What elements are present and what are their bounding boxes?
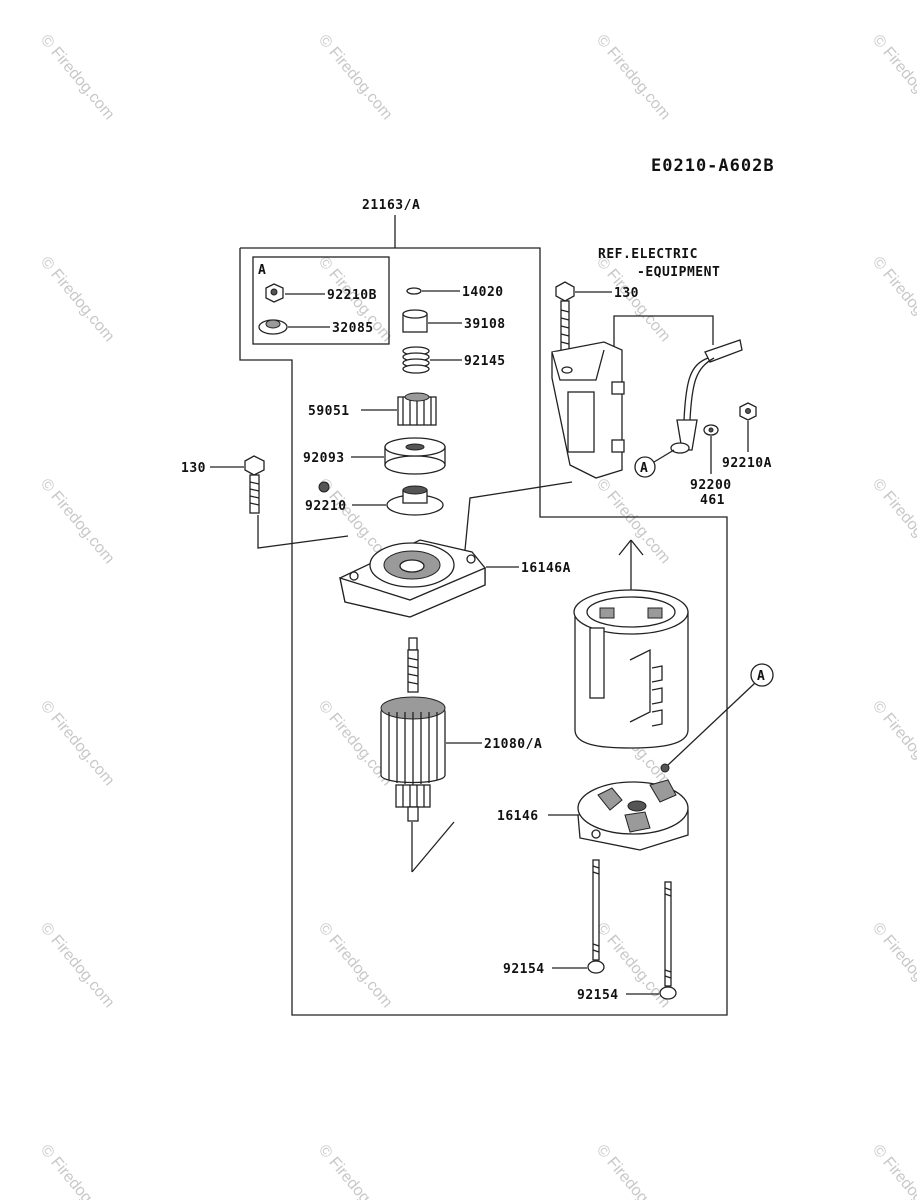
kit-a-label: A: [258, 263, 266, 278]
solenoid-bracket-icon[interactable]: [551, 341, 625, 479]
washer-b-icon[interactable]: [703, 424, 719, 436]
bolt-top-label[interactable]: 130: [614, 286, 639, 301]
through-bolt-2-icon[interactable]: [659, 881, 677, 1000]
nut-b-icon[interactable]: [739, 402, 757, 421]
assembly-boundary: [239, 215, 728, 1016]
nut-small-label[interactable]: 92210: [305, 499, 347, 514]
watermark: © Firedog.com: [593, 32, 674, 123]
kit-a-box: [252, 256, 390, 345]
clip-icon[interactable]: [406, 287, 422, 295]
watermark: © Firedog.com: [869, 1142, 917, 1200]
yoke-a-letter: A: [757, 669, 765, 684]
yoke-a-marker: A: [750, 663, 774, 687]
ref-equipment-label: -EQUIPMENT: [637, 265, 720, 280]
through-bolt-1-icon[interactable]: [587, 859, 605, 974]
brush-holder-icon[interactable]: [577, 763, 689, 851]
clip-label[interactable]: 14020: [462, 285, 504, 300]
bolt-left-icon[interactable]: [244, 455, 265, 514]
through-bolt-2-label[interactable]: 92154: [577, 988, 619, 1003]
assembly-label[interactable]: 21163/A: [362, 198, 420, 213]
watermark: © Firedog.com: [315, 1142, 396, 1200]
watermark: © Firedog.com: [37, 920, 118, 1011]
watermark: © Firedog.com: [869, 698, 917, 789]
pinion-gear-icon[interactable]: [397, 392, 437, 426]
end-cover-label[interactable]: 16146A: [521, 561, 571, 576]
washer-b-label[interactable]: 92200: [690, 478, 732, 493]
watermark: © Firedog.com: [315, 32, 396, 123]
watermark: © Firedog.com: [869, 476, 917, 567]
washer-label[interactable]: 92093: [303, 451, 345, 466]
washer-icon[interactable]: [384, 437, 446, 475]
watermark: © Firedog.com: [869, 254, 917, 345]
brush-holder-label[interactable]: 16146: [497, 809, 539, 824]
diagram-code: E0210-A602B: [651, 156, 775, 176]
watermark: © Firedog.com: [869, 920, 917, 1011]
watermark: © Firedog.com: [37, 1142, 118, 1200]
washer-a-icon[interactable]: [258, 319, 288, 335]
washer-a-label[interactable]: 32085: [332, 321, 374, 336]
spring-label[interactable]: 92145: [464, 354, 506, 369]
watermark: © Firedog.com: [593, 476, 674, 567]
watermark: © Firedog.com: [315, 920, 396, 1011]
yoke-icon[interactable]: [573, 589, 689, 749]
collar-icon[interactable]: [402, 309, 428, 333]
watermark: © Firedog.com: [37, 32, 118, 123]
armature-icon[interactable]: [380, 637, 446, 822]
cable-icon[interactable]: [670, 339, 743, 454]
nut-a-icon[interactable]: [265, 283, 284, 303]
washer-b-sub-label: 461: [700, 493, 725, 508]
connector-a-letter: A: [640, 461, 648, 476]
ref-electric-label: REF.ELECTRIC: [598, 247, 698, 262]
bolt-top-icon[interactable]: [555, 281, 575, 354]
spring-icon[interactable]: [402, 346, 430, 374]
bolt-left-label[interactable]: 130: [181, 461, 206, 476]
nut-a-label[interactable]: 92210B: [327, 288, 377, 303]
nut-small-icon[interactable]: [318, 481, 444, 516]
connector-a-marker: A: [634, 456, 656, 478]
armature-label[interactable]: 21080/A: [484, 737, 542, 752]
watermark: © Firedog.com: [37, 476, 118, 567]
watermark: © Firedog.com: [37, 698, 118, 789]
pinion-label[interactable]: 59051: [308, 404, 350, 419]
watermark: © Firedog.com: [37, 254, 118, 345]
watermark: © Firedog.com: [869, 32, 917, 123]
through-bolt-1-label[interactable]: 92154: [503, 962, 545, 977]
watermark: © Firedog.com: [593, 1142, 674, 1200]
collar-label[interactable]: 39108: [464, 317, 506, 332]
watermark-layer: © Firedog.com © Firedog.com © Firedog.co…: [37, 32, 917, 1200]
end-cover-icon[interactable]: [339, 539, 486, 618]
nut-b-label[interactable]: 92210A: [722, 456, 772, 471]
